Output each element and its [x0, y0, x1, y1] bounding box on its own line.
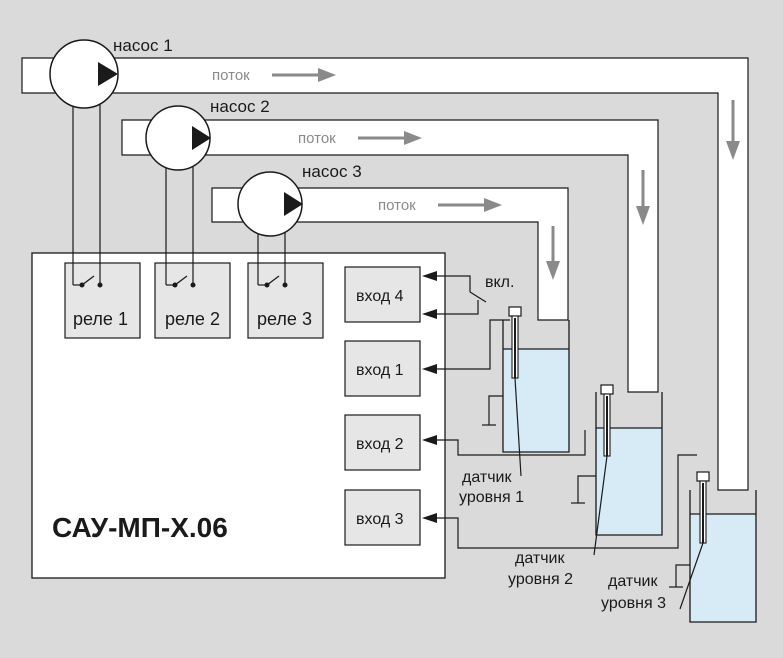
flow-arrow-down-2	[636, 170, 650, 225]
svg-text:датчик: датчик	[608, 573, 658, 590]
relay-label-1: реле 1	[73, 309, 128, 329]
pipe-1	[21, 57, 749, 491]
relay-wires	[72, 98, 286, 253]
relay-1: реле 1	[64, 253, 141, 339]
relay-3: реле 3	[247, 253, 324, 339]
svg-text:датчик: датчик	[515, 550, 565, 567]
relay-label-3: реле 3	[257, 309, 312, 329]
input-label-3: вход 3	[356, 511, 404, 528]
flow-arrow-2	[358, 131, 422, 145]
pump-label-1: насос 1	[113, 36, 173, 55]
relay-label-2: реле 2	[165, 309, 220, 329]
input-arrows	[422, 271, 437, 523]
flow-label-3: поток	[378, 197, 416, 214]
flow-label-1: поток	[212, 67, 250, 84]
svg-text:датчик: датчик	[462, 469, 512, 486]
sensor-label-3: датчик уровня 3	[601, 573, 666, 612]
flow-arrow-3	[438, 198, 502, 212]
input-label-4: вход 4	[356, 288, 404, 305]
svg-text:уровня 2: уровня 2	[508, 571, 573, 588]
flow-arrow-1	[272, 68, 336, 82]
pump-label-2: насос 2	[210, 97, 270, 116]
switch-label: вкл.	[485, 274, 514, 291]
flow-arrow-down-3	[546, 226, 560, 280]
sensor-label-1: датчик уровня 1	[459, 469, 524, 506]
relay-2: реле 2	[154, 253, 231, 339]
svg-text:уровня 1: уровня 1	[459, 489, 524, 506]
wiring	[436, 275, 704, 610]
pump-label-3: насос 3	[302, 162, 362, 181]
pump-1: насос 1	[49, 36, 173, 109]
input-label-1: вход 1	[356, 362, 404, 379]
flow-arrow-down-1	[726, 100, 740, 160]
input-label-2: вход 2	[356, 436, 404, 453]
input-4: вход 4	[344, 266, 421, 323]
svg-text:уровня 3: уровня 3	[601, 595, 666, 612]
pump-2: насос 2	[145, 97, 270, 171]
flow-label-2: поток	[298, 130, 336, 147]
input-2: вход 2	[344, 414, 421, 471]
input-1: вход 1	[344, 340, 421, 397]
device-title: САУ-МП-Х.06	[52, 512, 228, 543]
pump-3: насос 3	[237, 162, 362, 237]
sensor-label-2: датчик уровня 2	[508, 550, 573, 588]
input-3: вход 3	[344, 489, 421, 546]
pipe-3	[211, 187, 569, 321]
